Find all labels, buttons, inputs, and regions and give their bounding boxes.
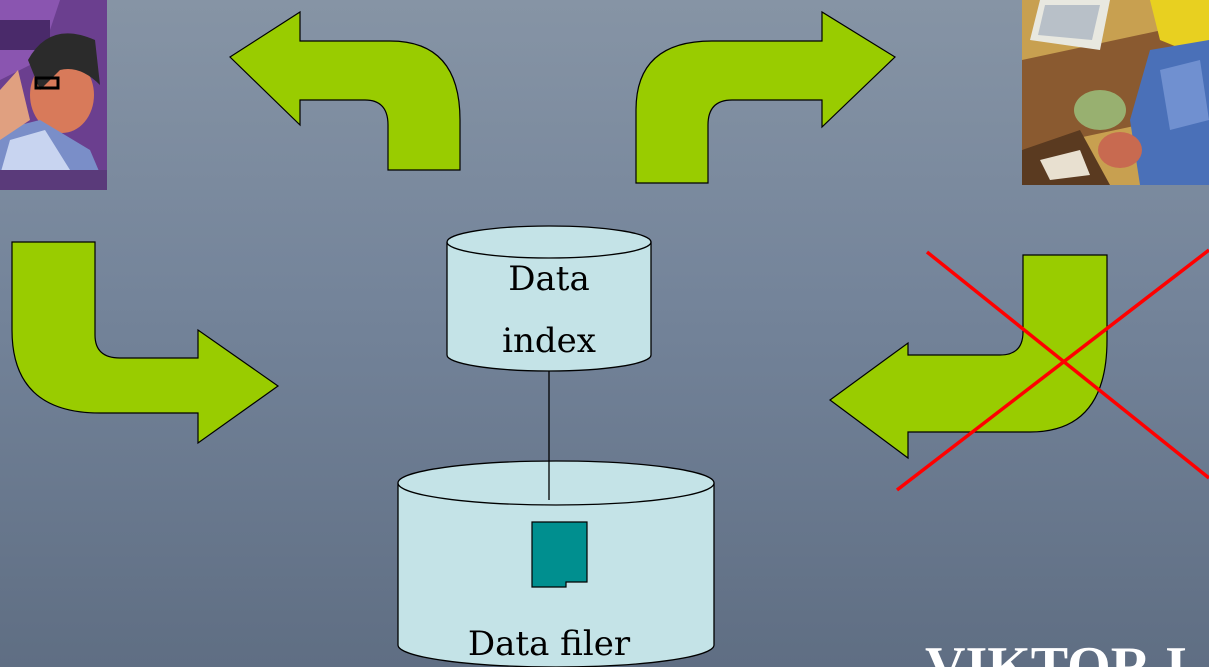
data-index-database: Data index xyxy=(446,225,652,372)
data-index-label-line1: Data xyxy=(508,259,589,299)
data-index-label-line2: index xyxy=(502,321,596,361)
data-file-database: Data filer xyxy=(397,460,715,667)
arrow-bottom-right xyxy=(828,254,1108,460)
data-file-label: Data filer xyxy=(468,624,631,664)
arrow-top-right xyxy=(635,10,896,184)
person-at-computer-icon xyxy=(0,0,107,190)
person-working-icon xyxy=(1022,0,1209,185)
cross-mark-icon xyxy=(895,248,1209,492)
arrow-top-left xyxy=(229,10,461,171)
document-icon xyxy=(531,521,588,588)
watermark-text: VIKTOR I xyxy=(925,636,1187,667)
arrow-bottom-left xyxy=(11,241,280,445)
